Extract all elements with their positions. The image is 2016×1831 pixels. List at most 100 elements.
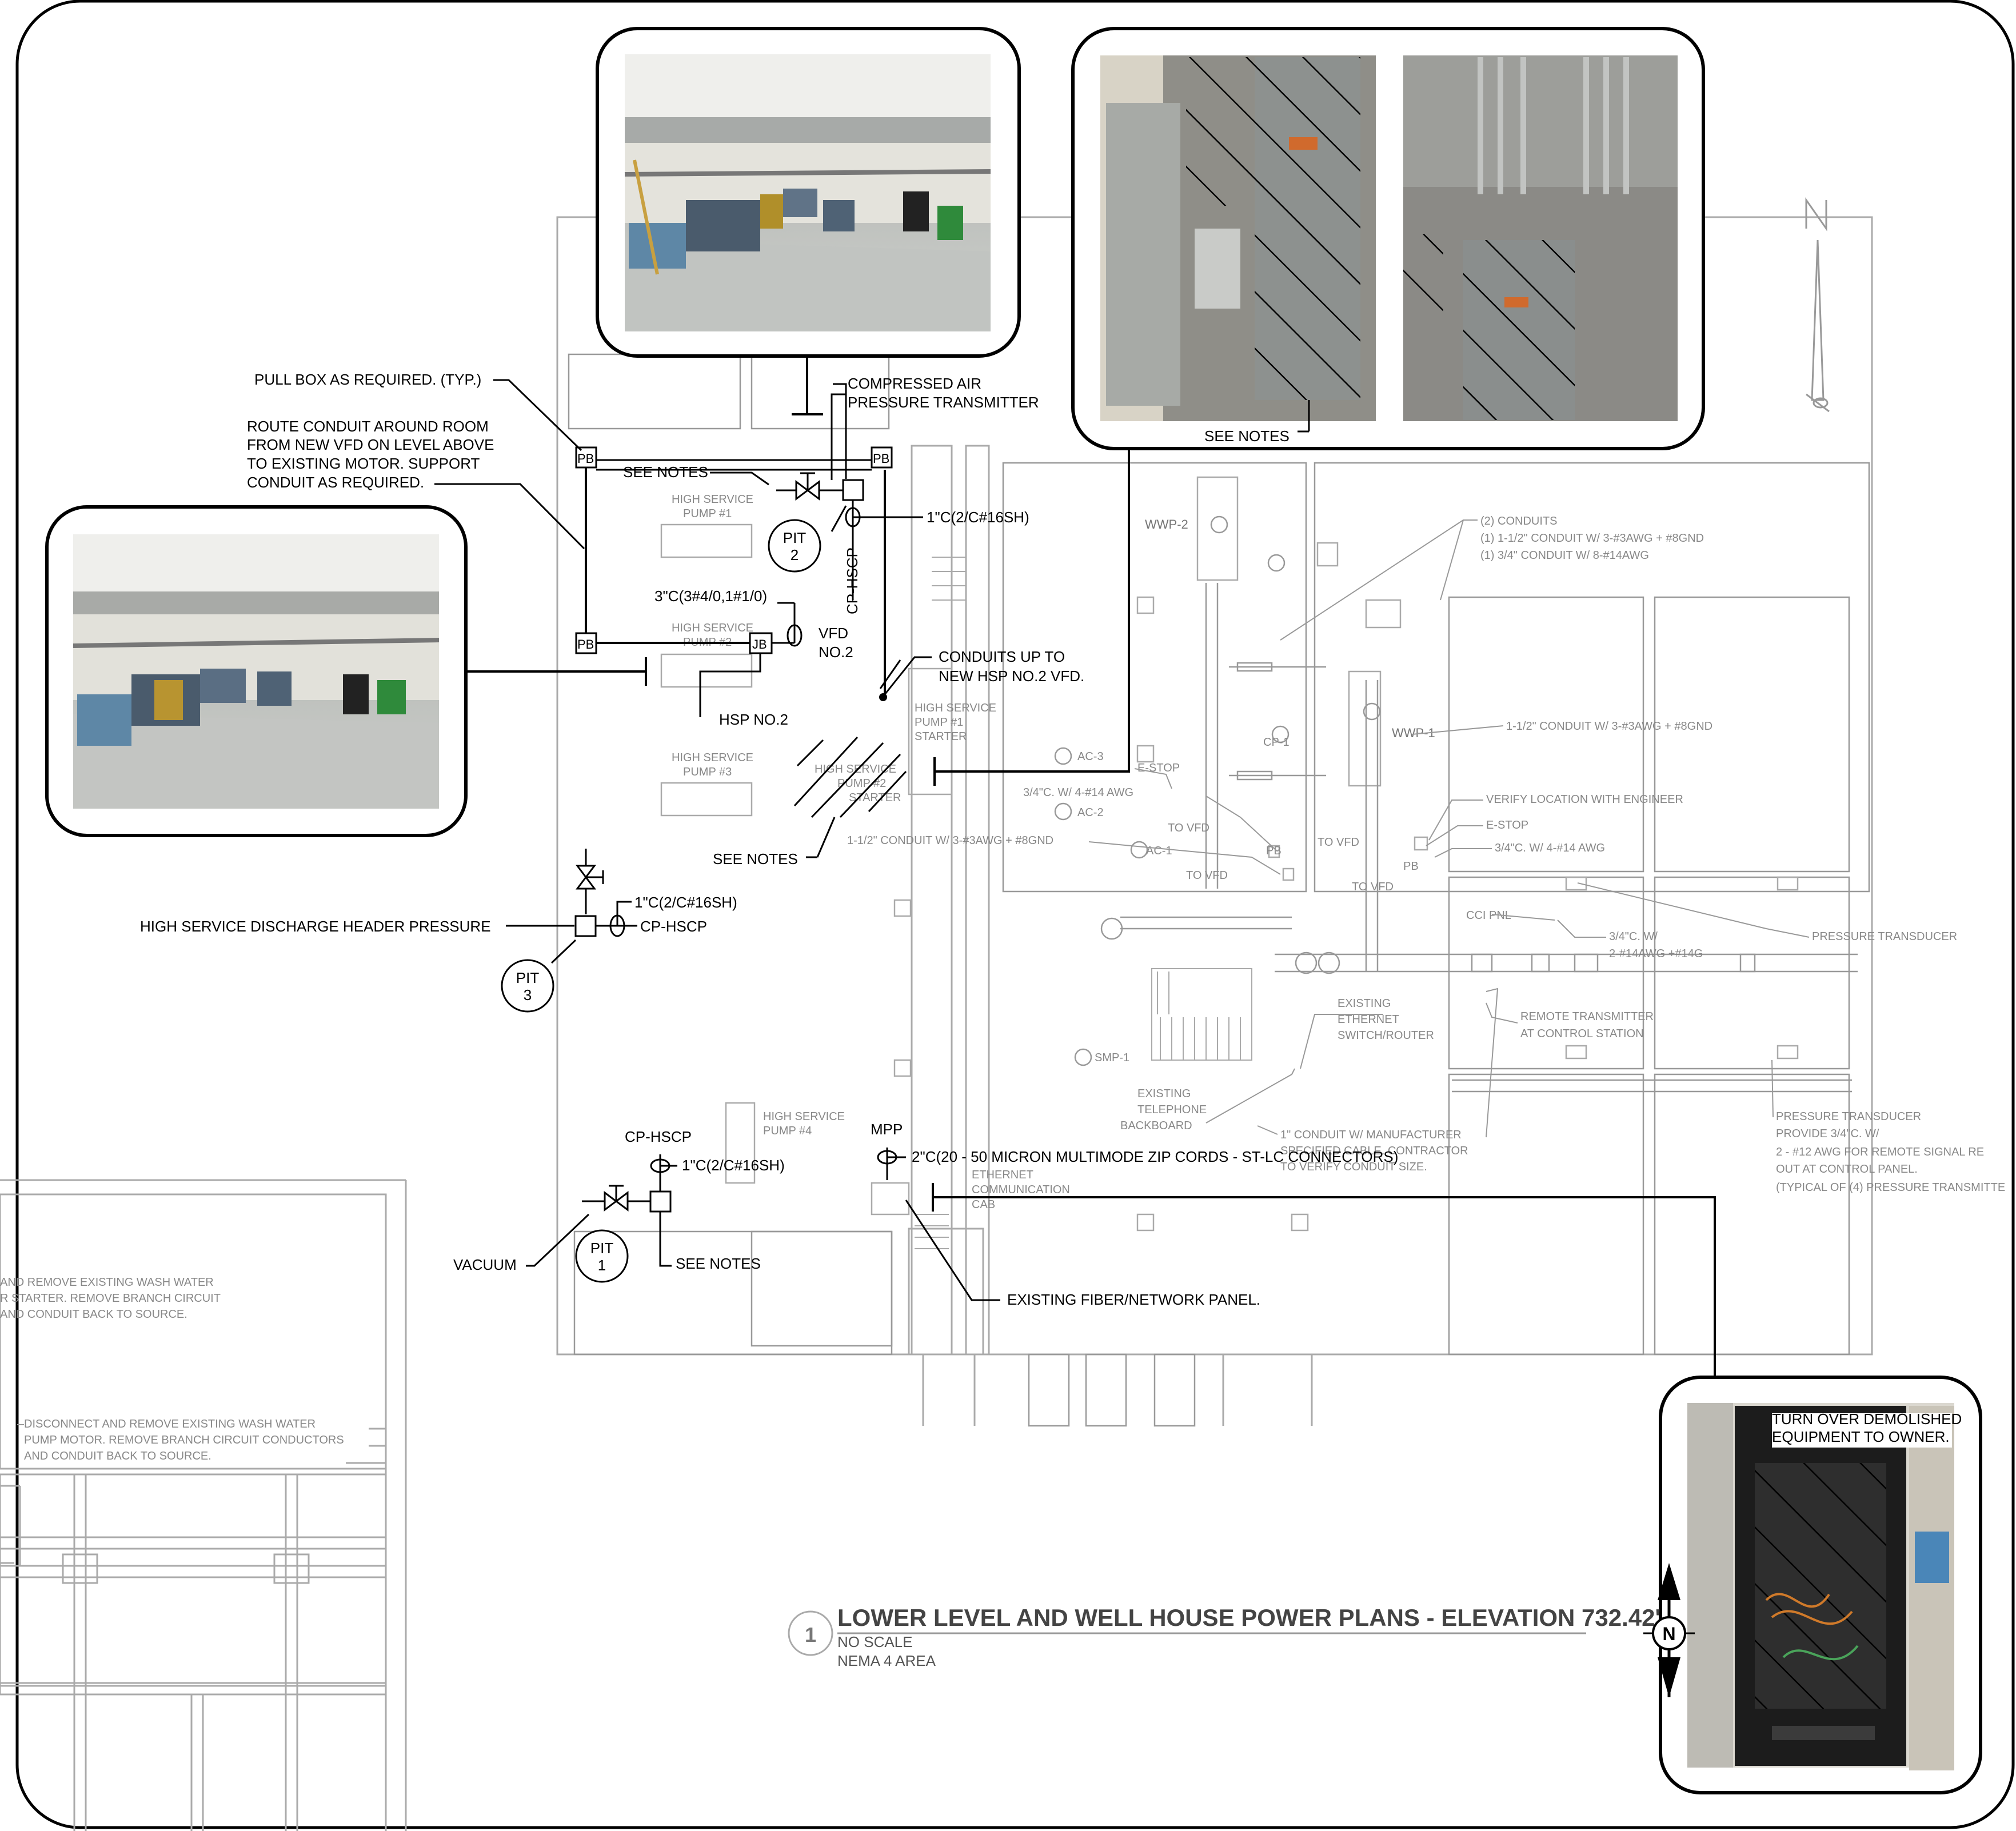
- label-mpp: MPP: [871, 1121, 903, 1138]
- title-scale: NO SCALE: [837, 1633, 913, 1650]
- label-c112-l: 1-1/2" CONDUIT W/ 3-#3AWG + #8GND: [847, 834, 1053, 847]
- label-cp1: CP-1: [1263, 736, 1290, 749]
- label-conduit-mfr: 1" CONDUIT W/ MANUFACTURER: [1280, 1129, 1462, 1141]
- label-c34-cci: 3/4"C. W/: [1609, 930, 1658, 943]
- sheet-border: [15, 0, 2015, 1829]
- tag-pb-1: PB: [577, 451, 594, 466]
- label-hsp2: HIGH SERVICE: [672, 622, 753, 634]
- label-ac2: AC-2: [1077, 806, 1104, 819]
- label-vfd: VFD: [819, 625, 848, 642]
- title-number: 1: [805, 1623, 816, 1646]
- label-existing-telephone-c: BACKBOARD: [1120, 1120, 1192, 1132]
- label-conduit-mfr-b: SPECIFIED CABLE. CONTRACTOR: [1280, 1145, 1468, 1157]
- label-to-vfd-4: TO VFD: [1352, 881, 1394, 893]
- label-ac1: AC-1: [1146, 845, 1172, 857]
- label-discharge-header: HIGH SERVICE DISCHARGE HEADER PRESSURE: [140, 918, 491, 935]
- label-verify: VERIFY LOCATION WITH ENGINEER: [1486, 793, 1683, 806]
- label-existing-ethernet-c: SWITCH/ROUTER: [1338, 1029, 1434, 1042]
- title-area: NEMA 4 AREA: [837, 1652, 936, 1669]
- label-hsp2-starter-b: PUMP #2: [837, 777, 886, 790]
- label-cci: CCI PNL: [1466, 909, 1511, 922]
- label-conduit-1in-bottom: 1"C(2/C#16SH): [682, 1157, 785, 1174]
- label-conduits2: (2) CONDUITS: [1480, 515, 1557, 527]
- north-arrow-icon: N: [1643, 1563, 1695, 1697]
- label-conduit-3in: 3"C(3#4/0,1#1/0): [654, 587, 767, 605]
- label-to-vfd-2: TO VFD: [1186, 869, 1228, 882]
- photo-pump-room-left: [45, 505, 468, 837]
- label-cp-hscp-bottom: CP-HSCP: [625, 1128, 692, 1145]
- label-conduit-2in: 2"C(20 - 50 MICRON MULTIMODE ZIP CORDS -…: [912, 1148, 1398, 1165]
- label-route-conduit-4: CONDUIT AS REQUIRED.: [247, 474, 424, 491]
- label-hsp3: HIGH SERVICE: [672, 751, 753, 764]
- label-see-notes-photo: SEE NOTES: [1204, 427, 1290, 445]
- label-left-note1: AND REMOVE EXISTING WASH WATER: [0, 1276, 214, 1289]
- label-see-notes-bottom: SEE NOTES: [676, 1255, 761, 1272]
- label-conduits2-a: (1) 1-1/2" CONDUIT W/ 3-#3AWG + #8GND: [1480, 532, 1704, 545]
- label-pt-note-e: (TYPICAL OF (4) PRESSURE TRANSMITTE: [1776, 1181, 2005, 1194]
- label-pt-note-c: 2 - #12 AWG FOR REMOTE SIGNAL RE: [1776, 1146, 1984, 1158]
- label-route-conduit-1: ROUTE CONDUIT AROUND ROOM: [247, 418, 489, 435]
- label-conduits2-b: (1) 3/4" CONDUIT W/ 8-#14AWG: [1480, 549, 1649, 562]
- label-conduit-112: 1-1/2" CONDUIT W/ 3-#3AWG + #8GND: [1506, 720, 1712, 733]
- label-pressure-transducer: PRESSURE TRANSDUCER: [1812, 930, 1957, 943]
- label-to-vfd-1: TO VFD: [1168, 822, 1209, 834]
- label-turn-over-2: EQUIPMENT TO OWNER.: [1772, 1428, 1950, 1445]
- label-wwp2: WWP-2: [1145, 517, 1188, 531]
- label-hsp1-b: PUMP #1: [683, 507, 732, 520]
- label-compressed-air-2: PRESSURE TRANSMITTER: [848, 394, 1039, 411]
- label-vfd-no2: NO.2: [819, 643, 853, 661]
- label-conduit-1in-top: 1"C(2/C#16SH): [927, 509, 1029, 526]
- pit1-tag: PIT: [590, 1240, 614, 1257]
- label-c34-l: 3/4"C. W/ 4-#14 AWG: [1023, 786, 1133, 799]
- label-hsp1-starter-b: PUMP #1: [915, 716, 963, 729]
- label-pull-box: PULL BOX AS REQUIRED. (TYP.): [254, 371, 481, 388]
- label-existing-ethernet-b: ETHERNET: [1338, 1013, 1399, 1026]
- label-existing-ethernet: EXISTING: [1338, 997, 1391, 1010]
- label-c34-r: 3/4"C. W/ 4-#14 AWG: [1495, 842, 1605, 854]
- pit3-tag: PIT: [516, 969, 540, 986]
- markup-lines: [434, 356, 1716, 1377]
- label-ethernet-cab-c: CAB: [972, 1198, 995, 1211]
- label-compressed-air-1: COMPRESSED AIR: [848, 375, 981, 392]
- label-ac3: AC-3: [1077, 750, 1104, 763]
- label-existing-telephone-b: TELEPHONE: [1137, 1104, 1207, 1116]
- label-conduit-mfr-c: TO VERIFY CONDUIT SIZE.: [1280, 1161, 1427, 1173]
- label-cp-hscp-vertical: CP-HSCP: [844, 547, 861, 614]
- pit1-num: 1: [598, 1257, 606, 1274]
- label-c34-cci-b: 2-#14AWG +#14G: [1609, 948, 1703, 960]
- north-letter: N: [1662, 1624, 1675, 1644]
- label-turn-over-1: TURN OVER DEMOLISHED: [1772, 1410, 1962, 1428]
- label-ethernet-cab: ETHERNET: [972, 1169, 1033, 1181]
- label-hsp3-b: PUMP #3: [683, 766, 732, 778]
- label-left-note2-b: PUMP MOTOR. REMOVE BRANCH CIRCUIT CONDUC…: [24, 1434, 344, 1446]
- label-route-conduit-3: TO EXISTING MOTOR. SUPPORT: [247, 455, 480, 472]
- label-hsp4-b: PUMP #4: [763, 1125, 812, 1137]
- tag-jb: JB: [752, 637, 767, 651]
- label-pb-gray-1: PB: [1266, 845, 1282, 857]
- label-hsp1-starter: HIGH SERVICE: [915, 702, 996, 714]
- label-estop-r: E-STOP: [1486, 819, 1528, 831]
- title-text: LOWER LEVEL AND WELL HOUSE POWER PLANS -…: [837, 1604, 1661, 1631]
- label-conduit-1in-mid: 1"C(2/C#16SH): [634, 894, 737, 911]
- label-hsp2-starter: HIGH SERVICE: [815, 763, 896, 775]
- label-cp-hscp-mid: CP-HSCP: [640, 918, 707, 935]
- label-vacuum: VACUUM: [453, 1256, 517, 1273]
- floor-plan: WWP-2 WWP-1 (2) CONDUITS (1) 1-1/2" COND…: [0, 197, 2005, 1831]
- label-existing-telephone: EXISTING: [1137, 1088, 1191, 1100]
- photo-network-rack: [1659, 1376, 1982, 1794]
- label-see-notes-top: SEE NOTES: [623, 463, 708, 481]
- tag-pb-2: PB: [873, 451, 889, 466]
- title-bubble: [788, 1610, 833, 1656]
- photo-pump-room-top: [596, 27, 1021, 358]
- tag-pb-3: PB: [577, 637, 594, 651]
- label-ethernet-cab-b: COMMUNICATION: [972, 1184, 1070, 1196]
- drawing-title: 1 LOWER LEVEL AND WELL HOUSE POWER PLANS…: [788, 1604, 1661, 1669]
- label-hsp4: HIGH SERVICE: [763, 1110, 845, 1123]
- label-remote-transmitter: REMOTE TRANSMITTER: [1520, 1010, 1654, 1023]
- label-pt-note: PRESSURE TRANSDUCER: [1776, 1110, 1921, 1123]
- label-smp: SMP-1: [1095, 1052, 1129, 1064]
- label-to-vfd-3: TO VFD: [1318, 836, 1359, 849]
- photo-electrical-panels: [1071, 27, 1705, 450]
- label-pt-note-b: PROVIDE 3/4"C. W/: [1776, 1128, 1879, 1140]
